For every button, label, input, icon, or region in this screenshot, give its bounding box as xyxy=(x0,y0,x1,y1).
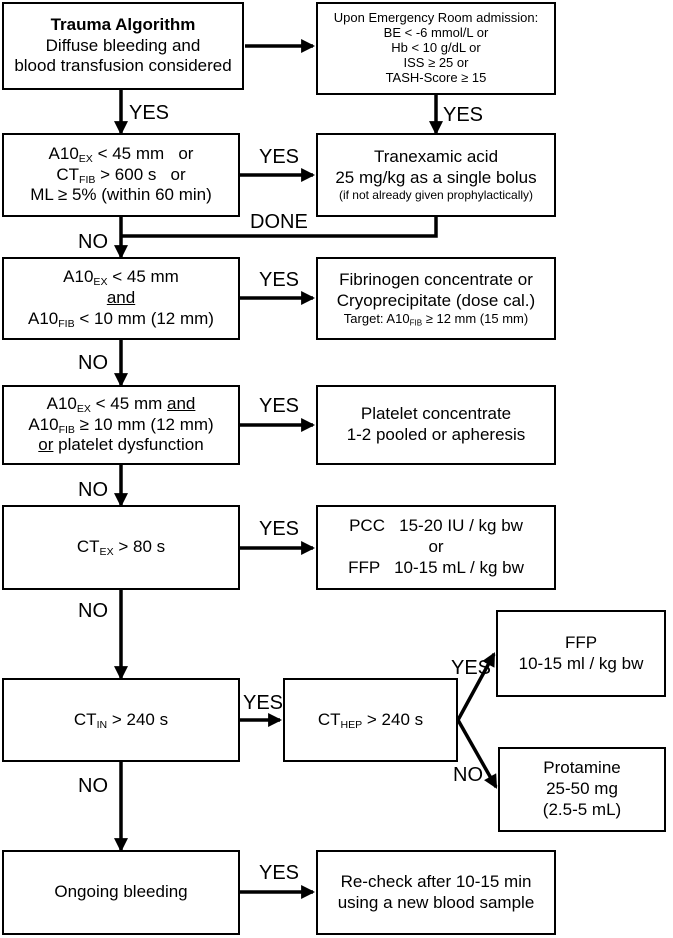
tranexamic-acid-box: Tranexamic acid 25 mg/kg as a single bol… xyxy=(316,133,556,217)
arrow-cthep-to-protamine xyxy=(456,719,498,789)
admission-line-2: BE < -6 mmol/L or xyxy=(383,25,489,41)
plt-tx-line-1: Platelet concentrate xyxy=(360,404,512,424)
ffp-line-1: FFP xyxy=(564,632,598,652)
plt-tx-line-2: 1-2 pooled or apheresis xyxy=(346,425,526,444)
label-no-cthep-protamine: NO xyxy=(453,764,483,786)
ongoing-bleeding-box: Ongoing bleeding xyxy=(2,850,240,935)
admission-criteria-box: Upon Emergency Room admission: BE < -6 m… xyxy=(316,2,556,95)
fib-check-line-1: A10EX < 45 mm xyxy=(63,267,179,289)
admission-line-5: TASH-Score ≥ 15 xyxy=(385,69,487,85)
trauma-algorithm-box: Trauma Algorithm Diffuse bleeding and bl… xyxy=(2,2,244,90)
recheck-box: Re-check after 10-15 min using a new blo… xyxy=(316,850,556,935)
a10ex-line-1: A10EX < 45 mm or xyxy=(48,143,194,166)
ffp-line-2: 10-15 ml / kg bw xyxy=(518,653,644,673)
trauma-title: Trauma Algorithm xyxy=(50,14,196,34)
ctex-check-box: CTEX > 80 s xyxy=(2,505,240,590)
fib-tx-line-1: Fibrinogen concentrate or xyxy=(339,269,533,289)
label-no-ctex-down: NO xyxy=(78,600,108,622)
label-yes-plt-right: YES xyxy=(259,395,300,417)
fib-tx-line-3: Target: A10FIB ≥ 12 mm (15 mm) xyxy=(343,311,529,328)
label-yes-ctin-right: YES xyxy=(243,692,284,714)
txa-line-3: (if not already given prophylactically) xyxy=(338,188,534,203)
label-no-plt-down: NO xyxy=(78,479,108,501)
fibrinogen-check-box: A10EX < 45 mm and A10FIB < 10 mm (12 mm) xyxy=(2,257,240,340)
platelet-treatment-box: Platelet concentrate 1-2 pooled or apher… xyxy=(316,385,556,465)
a10ex-line-3: ML ≥ 5% (within 60 min) xyxy=(30,185,212,205)
fib-check-line-3: A10FIB < 10 mm (12 mm) xyxy=(28,308,214,331)
label-yes-a10ex-right: YES xyxy=(259,146,300,168)
fib-tx-line-2: Cryoprecipitate (dose cal.) xyxy=(336,290,536,310)
label-yes-fib-right: YES xyxy=(259,269,300,291)
recheck-line-2: using a new blood sample xyxy=(337,892,535,912)
protamine-box: Protamine 25-50 mg (2.5-5 mL) xyxy=(498,747,666,832)
a10ex-check-box: A10EX < 45 mm or CTFIB > 600 s or ML ≥ 5… xyxy=(2,133,240,217)
label-no-fib-down: NO xyxy=(78,352,108,374)
label-yes-trauma-down: YES xyxy=(129,102,170,124)
trauma-line-2: blood transfusion considered xyxy=(14,56,232,76)
plt-check-line-1: A10EX < 45 mm and xyxy=(46,393,196,416)
label-yes-cthep-ffp: YES xyxy=(451,657,492,679)
pcc-line-3: FFP 10-15 mL / kg bw xyxy=(348,557,524,577)
ctin-check-box: CTIN > 240 s xyxy=(2,678,240,762)
admission-line-4: ISS ≥ 25 or xyxy=(403,54,469,70)
label-yes-ctex-right: YES xyxy=(259,518,300,540)
pcc-line-2: or xyxy=(428,537,444,557)
protamine-line-2: 25-50 mg xyxy=(546,779,618,799)
fibrinogen-treatment-box: Fibrinogen concentrate or Cryoprecipitat… xyxy=(316,257,556,340)
arrow-cthep-to-ffp xyxy=(456,652,496,721)
txa-line-2: 25 mg/kg as a single bolus xyxy=(335,167,537,187)
pcc-line-1: PCC 15-20 IU / kg bw xyxy=(349,516,523,536)
txa-line-1: Tranexamic acid xyxy=(373,146,499,166)
label-no-ctin-down: NO xyxy=(78,775,108,797)
ctin-line: CTIN > 240 s xyxy=(73,709,169,731)
cthep-check-box: CTHEP > 240 s xyxy=(283,678,458,762)
recheck-line-1: Re-check after 10-15 min xyxy=(340,871,532,891)
cthep-line: CTHEP > 240 s xyxy=(317,709,424,731)
pcc-ffp-box: PCC 15-20 IU / kg bw or FFP 10-15 mL / k… xyxy=(316,505,556,590)
admission-line-1: Upon Emergency Room admission: xyxy=(333,10,539,26)
fib-check-line-2: and xyxy=(106,288,136,308)
ffp-box: FFP 10-15 ml / kg bw xyxy=(496,610,666,697)
label-yes-admission-down: YES xyxy=(443,104,484,126)
protamine-line-1: Protamine xyxy=(543,758,621,778)
trauma-line-1: Diffuse bleeding and xyxy=(45,35,201,55)
label-yes-bleeding-right: YES xyxy=(259,862,300,884)
ctex-line: CTEX > 80 s xyxy=(76,537,166,559)
plt-check-line-2: A10FIB ≥ 10 mm (12 mm) xyxy=(28,414,214,436)
bleeding-line: Ongoing bleeding xyxy=(54,882,188,902)
plt-check-line-3: or platelet dysfunction xyxy=(38,435,204,455)
label-no-a10ex-down: NO xyxy=(78,231,108,253)
connector-txa-done xyxy=(121,217,438,238)
a10ex-line-2: CTFIB > 600 s or xyxy=(56,164,186,186)
admission-line-3: Hb < 10 g/dL or xyxy=(391,40,481,56)
platelet-check-box: A10EX < 45 mm and A10FIB ≥ 10 mm (12 mm)… xyxy=(2,385,240,465)
label-done: DONE xyxy=(250,211,308,233)
protamine-line-3: (2.5-5 mL) xyxy=(542,799,622,819)
